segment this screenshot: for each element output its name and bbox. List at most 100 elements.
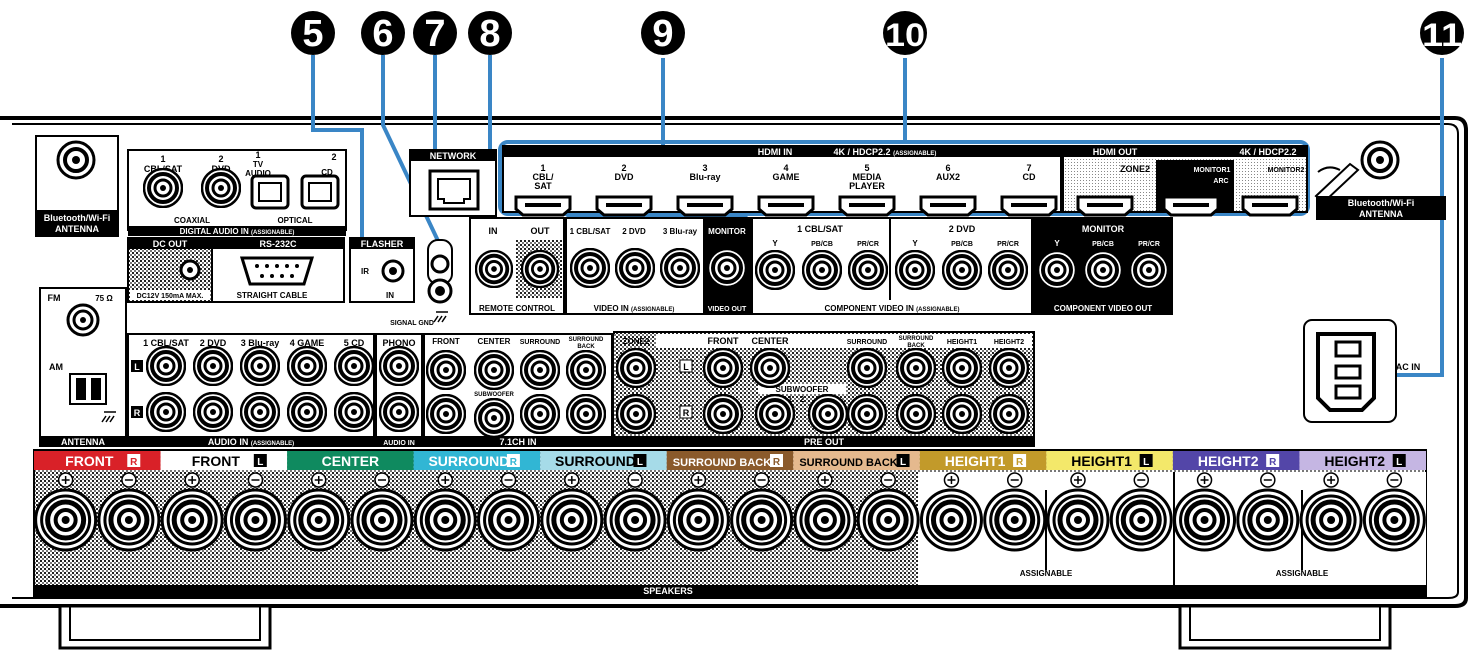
speaker-terminal-minus[interactable] [99,490,159,550]
audio-in-jack-R[interactable] [240,392,280,432]
speaker-terminal-plus[interactable] [36,490,96,550]
speaker-terminal-minus[interactable] [1364,490,1424,550]
speaker-side-badge: L [1396,457,1402,468]
comp1-pb-jack[interactable] [802,250,842,290]
speaker-terminal-minus[interactable] [732,490,792,550]
speaker-terminal-plus[interactable] [921,490,981,550]
pre-out-jack-top[interactable] [847,348,887,388]
video-in-jack-2[interactable] [615,248,655,288]
speaker-terminal-minus[interactable] [985,490,1045,550]
speaker-terminal-minus[interactable] [605,490,665,550]
comp1-pr-jack[interactable] [848,250,888,290]
pre-out-jack-bottom[interactable] [755,394,795,434]
pre-out-jack-top[interactable] [896,348,936,388]
hdmi-connector[interactable] [919,195,977,217]
remote-in-jack[interactable] [475,250,513,288]
pre-out-jack-top[interactable] [989,348,1029,388]
rs232c-port[interactable] [239,256,315,286]
audio-in-jack-R[interactable] [146,392,186,432]
comp2-pb-jack[interactable] [942,250,982,290]
comp2-y-jack[interactable] [895,250,935,290]
pre-out-jack-top[interactable] [942,348,982,388]
ch71-surround-L[interactable] [520,350,560,390]
remote-out-jack[interactable] [521,250,559,288]
speaker-terminal-minus[interactable] [1238,490,1298,550]
hdmi-out-monitor1-port[interactable] [1162,195,1220,217]
pre-out-center-jack[interactable] [750,348,790,388]
comp1-y-jack[interactable] [755,250,795,290]
audio-in-jack-R[interactable] [334,392,374,432]
speaker-terminal-plus[interactable] [289,490,349,550]
speaker-terminal-minus[interactable] [1111,490,1171,550]
ch71-center-jack[interactable] [474,350,514,390]
speaker-terminal-plus[interactable] [415,490,475,550]
video-in-jack-3[interactable] [660,248,700,288]
phono-R-jack[interactable] [379,392,419,432]
speaker-terminal-plus[interactable] [1048,490,1108,550]
compout-pb-jack[interactable] [1083,250,1123,290]
compout-y-jack[interactable] [1037,250,1077,290]
pre-out-jack-bottom[interactable] [703,394,743,434]
hdmi-connector[interactable] [514,195,572,217]
speaker-terminal-minus[interactable] [479,490,539,550]
video-in-jack-1[interactable] [570,248,610,288]
audio-in-jack-L[interactable] [334,346,374,386]
speaker-side-badge: R [1269,457,1277,468]
ch71-subwoofer-jack[interactable] [474,398,514,438]
audio-in-jack-L[interactable] [193,346,233,386]
hdmi-in-title: HDMI IN [758,147,793,157]
video-out-jack[interactable] [707,248,747,288]
speaker-terminal-plus[interactable] [1175,490,1235,550]
coaxial-jack-2[interactable] [201,168,241,208]
hdmi-connector[interactable] [757,195,815,217]
speaker-terminal-plus[interactable] [1301,490,1361,550]
audio-in-title: AUDIO IN (ASSIGNABLE) [208,437,294,447]
speaker-terminal-minus[interactable] [225,490,285,550]
pre-out-jack-bottom[interactable] [989,394,1029,434]
optical-label: OPTICAL [277,216,312,225]
speaker-terminal-plus[interactable] [795,490,855,550]
speaker-terminal-minus[interactable] [858,490,918,550]
audio-in-label: 1 CBL/SAT [143,338,189,348]
hdmi-connector[interactable] [676,195,734,217]
ch71-sb-L[interactable] [566,350,606,390]
ch71-sb-R[interactable] [566,394,606,434]
compout-pr-jack[interactable] [1129,250,1169,290]
coaxial-jack-1[interactable] [143,168,183,208]
pre-out-jack-bottom[interactable] [942,394,982,434]
pre-out-jack-bottom[interactable] [616,394,656,434]
speaker-terminal-minus[interactable] [352,490,412,550]
audio-in-jack-L[interactable] [146,346,186,386]
hdmi-connector[interactable] [595,195,653,217]
pre-out-jack-bottom[interactable] [896,394,936,434]
ch71-front-L[interactable] [426,350,466,390]
audio-in-jack-R[interactable] [287,392,327,432]
comp2-pr-jack[interactable] [988,250,1028,290]
hdmi-connector[interactable] [838,195,896,217]
pre-out-jack-top[interactable] [616,348,656,388]
speaker-terminal-plus[interactable] [162,490,222,550]
hdmi-connector[interactable] [1000,195,1058,217]
speaker-terminal-plus[interactable] [542,490,602,550]
phono-L-jack[interactable] [379,346,419,386]
audio-in-jack-L[interactable] [240,346,280,386]
ch71-surround-R[interactable] [520,394,560,434]
pre-out-jack-bottom[interactable] [847,394,887,434]
ch71-front-R[interactable] [426,394,466,434]
audio-in-jack-L[interactable] [287,346,327,386]
callout-7: 7 [413,11,457,55]
hdmi-in-port-7[interactable]: 7CD [1000,163,1058,217]
pre-out-jack-bottom[interactable] [808,394,848,434]
hdmi-out-zone2-port[interactable] [1076,195,1134,217]
audio-in-jack-R[interactable] [193,392,233,432]
ch71-sb1: SURROUND [569,337,604,343]
speaker-terminal-plus[interactable] [668,490,728,550]
hdmi-out-monitor2-port[interactable] [1241,195,1299,217]
pre-out-jack-top[interactable] [703,348,743,388]
